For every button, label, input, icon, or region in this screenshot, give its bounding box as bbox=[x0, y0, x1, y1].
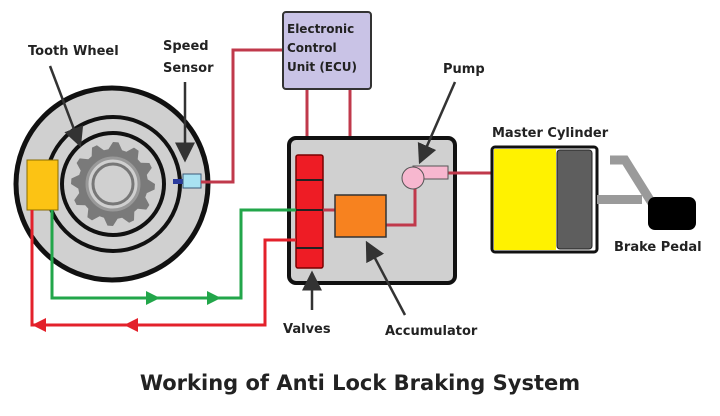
tooth-wheel-gear bbox=[71, 142, 155, 226]
pump-block bbox=[401, 165, 449, 190]
gear-hub-ring bbox=[91, 162, 135, 206]
green-return-line bbox=[50, 208, 296, 300]
green-arrow-2 bbox=[207, 291, 221, 305]
red-arrow-1 bbox=[32, 318, 46, 332]
ecu-label-line2: Control bbox=[287, 41, 337, 55]
brake-caliper bbox=[26, 159, 59, 211]
red-arrow-2 bbox=[124, 318, 138, 332]
green-arrow-1 bbox=[146, 291, 160, 305]
speed-sensor-label-2: Sensor bbox=[163, 61, 214, 76]
pump-label: Pump bbox=[443, 62, 485, 77]
diagram-title: Working of Anti Lock Braking System bbox=[140, 371, 580, 395]
master-cylinder bbox=[490, 145, 599, 254]
ecu-box: Electronic Control Unit (ECU) bbox=[282, 11, 372, 90]
ecu-label-line1: Electronic bbox=[287, 22, 354, 36]
speed-sensor-label-1: Speed bbox=[163, 39, 209, 54]
brake-pedal bbox=[597, 155, 696, 230]
accumulator-block bbox=[334, 194, 387, 238]
red-supply-line bbox=[30, 210, 296, 327]
brake-pedal-label: Brake Pedal bbox=[614, 240, 702, 255]
ecu-label-line3: Unit (ECU) bbox=[287, 60, 357, 74]
hydraulic-lines bbox=[323, 171, 492, 227]
tooth-wheel-label: Tooth Wheel bbox=[28, 44, 119, 59]
pointer-arrows bbox=[48, 65, 457, 316]
valves-label: Valves bbox=[283, 322, 331, 337]
valves-block bbox=[295, 154, 324, 269]
speed-sensor bbox=[173, 173, 202, 189]
accumulator-label: Accumulator bbox=[385, 324, 478, 339]
master-cylinder-label: Master Cylinder bbox=[492, 126, 609, 141]
